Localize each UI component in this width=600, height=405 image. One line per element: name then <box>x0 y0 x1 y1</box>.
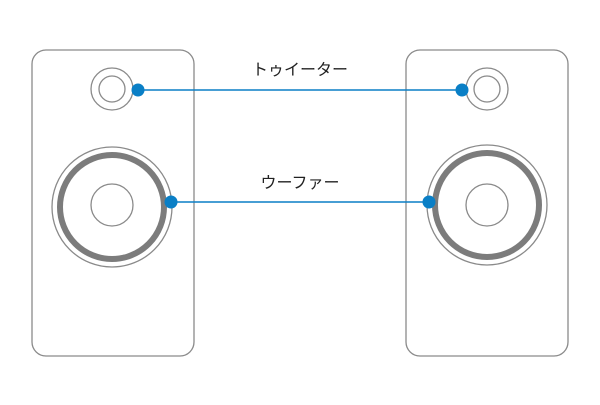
tweeter-left-dot-icon <box>131 83 145 97</box>
left-tweeter-outer <box>90 67 134 111</box>
right-speaker-cabinet <box>405 49 569 357</box>
left-speaker-cabinet <box>31 49 195 357</box>
woofer-right-dot-icon <box>422 195 436 209</box>
right-woofer-outer <box>426 144 548 266</box>
tweeter-connector: トゥイーター <box>131 60 469 97</box>
right-speaker <box>405 49 569 357</box>
right-woofer-ring <box>432 150 542 260</box>
left-tweeter-inner <box>98 75 126 103</box>
tweeter-right-dot-icon <box>455 83 469 97</box>
woofer-label: ウーファー <box>260 173 339 192</box>
left-woofer-outer <box>51 146 173 268</box>
left-woofer-dustcap <box>90 183 134 227</box>
right-tweeter-outer <box>465 67 509 111</box>
tweeter-label: トゥイーター <box>252 60 348 79</box>
right-woofer-dustcap <box>465 183 509 227</box>
right-tweeter-inner <box>473 75 501 103</box>
left-woofer-ring <box>57 152 167 262</box>
woofer-left-dot-icon <box>164 195 178 209</box>
woofer-connector: ウーファー <box>164 173 436 209</box>
